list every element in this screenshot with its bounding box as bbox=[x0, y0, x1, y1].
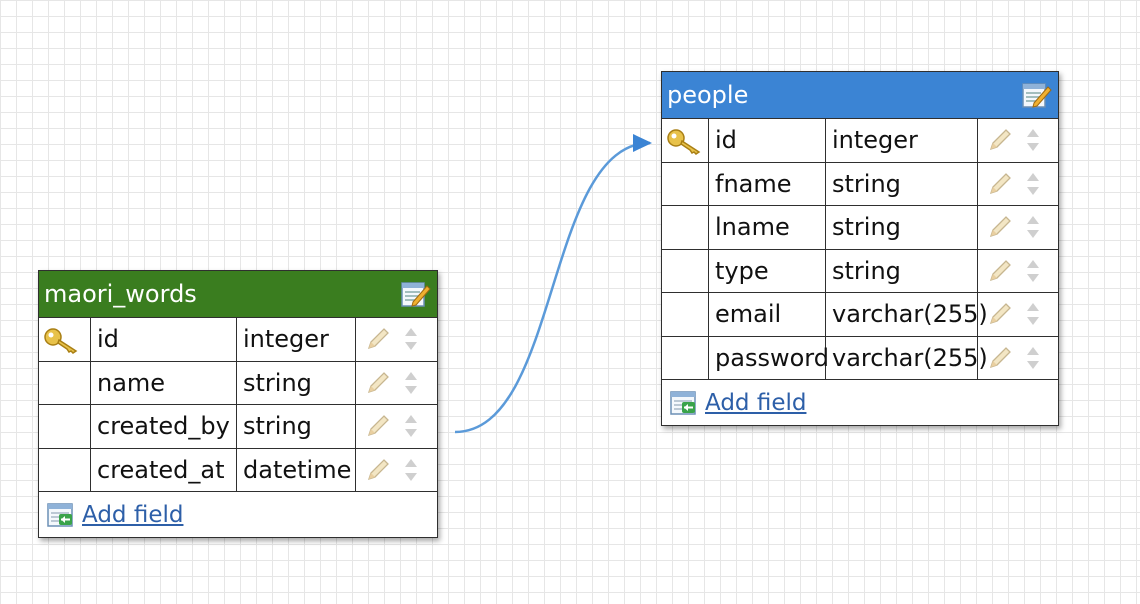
table-title: maori_words bbox=[44, 280, 197, 308]
key-cell bbox=[662, 249, 709, 293]
pencil-icon[interactable] bbox=[988, 302, 1012, 326]
add-field-icon[interactable] bbox=[669, 390, 699, 416]
field-tools bbox=[356, 449, 437, 492]
reorder-arrows-icon[interactable] bbox=[1026, 301, 1040, 327]
pencil-icon[interactable] bbox=[366, 327, 390, 351]
key-cell bbox=[662, 162, 709, 206]
pencil-icon[interactable] bbox=[988, 215, 1012, 239]
field-tools bbox=[978, 337, 1058, 380]
key-cell bbox=[39, 361, 91, 405]
field-tools bbox=[978, 206, 1058, 250]
table-header[interactable]: people bbox=[662, 72, 1058, 119]
field-name[interactable]: name bbox=[91, 361, 237, 405]
field-type[interactable]: varchar(255) bbox=[826, 293, 988, 337]
field-name[interactable]: id bbox=[709, 119, 826, 163]
key-cell bbox=[39, 448, 91, 492]
field-type[interactable]: string bbox=[826, 206, 978, 250]
field-name[interactable]: created_at bbox=[91, 448, 237, 492]
field-type[interactable]: datetime bbox=[237, 448, 356, 492]
reorder-arrows-icon[interactable] bbox=[1026, 214, 1040, 240]
table-people[interactable]: people id integer fname string lname str… bbox=[661, 71, 1059, 426]
key-cell bbox=[662, 206, 709, 250]
key-icon bbox=[666, 125, 702, 156]
arrow-head-icon bbox=[633, 134, 652, 152]
add-field-link[interactable]: Add field bbox=[705, 389, 807, 416]
field-type[interactable]: integer bbox=[237, 318, 356, 362]
field-tools bbox=[356, 362, 437, 405]
field-name[interactable]: fname bbox=[709, 162, 826, 206]
add-field-row: Add field bbox=[39, 492, 437, 537]
key-cell bbox=[39, 405, 91, 449]
add-field-icon[interactable] bbox=[46, 502, 76, 528]
edit-table-icon[interactable] bbox=[401, 280, 431, 308]
field-name[interactable]: type bbox=[709, 249, 826, 293]
pencil-icon[interactable] bbox=[988, 172, 1012, 196]
primary-key-cell bbox=[39, 318, 91, 362]
field-type[interactable]: string bbox=[237, 361, 356, 405]
field-name[interactable]: created_by bbox=[91, 405, 237, 449]
key-icon bbox=[43, 324, 79, 355]
table-title: people bbox=[667, 81, 749, 109]
reorder-arrows-icon[interactable] bbox=[404, 370, 418, 396]
field-tools bbox=[356, 318, 437, 362]
add-field-link[interactable]: Add field bbox=[82, 501, 184, 528]
pencil-icon[interactable] bbox=[366, 371, 390, 395]
pencil-icon[interactable] bbox=[988, 259, 1012, 283]
field-type[interactable]: string bbox=[826, 249, 978, 293]
reorder-arrows-icon[interactable] bbox=[404, 413, 418, 439]
field-name[interactable]: lname bbox=[709, 206, 826, 250]
field-type[interactable]: string bbox=[237, 405, 356, 449]
reorder-arrows-icon[interactable] bbox=[1026, 345, 1040, 371]
field-tools bbox=[978, 119, 1058, 163]
pencil-icon[interactable] bbox=[366, 458, 390, 482]
field-tools bbox=[978, 250, 1058, 293]
field-name[interactable]: id bbox=[91, 318, 237, 362]
pencil-icon[interactable] bbox=[988, 128, 1012, 152]
key-cell bbox=[662, 293, 709, 337]
field-tools bbox=[978, 163, 1058, 206]
field-name[interactable]: password bbox=[709, 336, 829, 380]
field-tools bbox=[356, 405, 437, 449]
field-name[interactable]: email bbox=[709, 293, 826, 337]
field-type[interactable]: integer bbox=[826, 119, 978, 163]
reorder-arrows-icon[interactable] bbox=[1026, 171, 1040, 197]
edit-table-icon[interactable] bbox=[1022, 81, 1052, 109]
field-type[interactable]: string bbox=[826, 162, 978, 206]
key-cell bbox=[662, 336, 709, 380]
table-maori-words[interactable]: maori_words id integer name string creat… bbox=[38, 270, 438, 538]
field-type[interactable]: varchar(255) bbox=[826, 336, 988, 380]
reorder-arrows-icon[interactable] bbox=[404, 457, 418, 483]
reorder-arrows-icon[interactable] bbox=[1026, 127, 1040, 153]
pencil-icon[interactable] bbox=[988, 346, 1012, 370]
primary-key-cell bbox=[662, 119, 709, 163]
field-tools bbox=[978, 293, 1058, 337]
reorder-arrows-icon[interactable] bbox=[404, 326, 418, 352]
table-header[interactable]: maori_words bbox=[39, 271, 437, 318]
add-field-row: Add field bbox=[662, 380, 1058, 425]
reorder-arrows-icon[interactable] bbox=[1026, 258, 1040, 284]
pencil-icon[interactable] bbox=[366, 414, 390, 438]
